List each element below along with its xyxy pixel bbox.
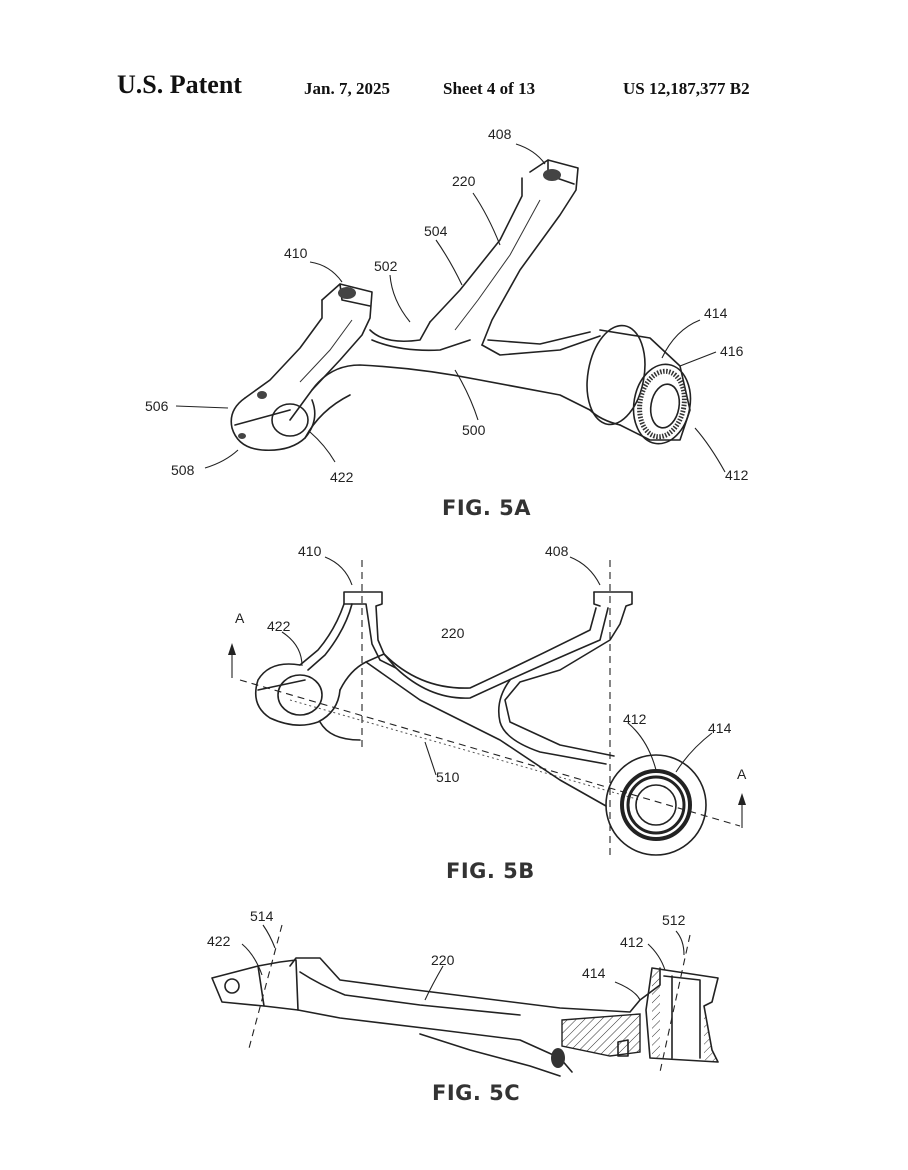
- label-506: 506: [145, 398, 169, 414]
- label-412: 412: [623, 711, 647, 727]
- label-504: 504: [424, 223, 448, 239]
- label-412: 412: [725, 467, 749, 483]
- label-a-left: A: [235, 610, 245, 626]
- label-220: 220: [452, 173, 476, 189]
- sheet-number: Sheet 4 of 13: [443, 79, 536, 98]
- figure-5c-caption: FIG. 5C: [432, 1081, 520, 1105]
- figure-5a-leaders: [175, 143, 726, 473]
- label-410: 410: [298, 543, 322, 559]
- label-510: 510: [436, 769, 460, 785]
- label-220: 220: [441, 625, 465, 641]
- label-422: 422: [207, 933, 231, 949]
- figure-5a-caption: FIG. 5A: [442, 496, 531, 520]
- label-508: 508: [171, 462, 195, 478]
- figure-5a: 408 220 504 502 410 414 416 506 500 508 …: [145, 126, 749, 520]
- label-408: 408: [545, 543, 569, 559]
- figure-5b-caption: FIG. 5B: [446, 859, 535, 883]
- patent-title: U.S. Patent: [117, 70, 242, 99]
- label-414: 414: [582, 965, 606, 981]
- label-500: 500: [462, 422, 486, 438]
- label-414: 414: [704, 305, 728, 321]
- figure-5a-drawing: [230, 159, 692, 452]
- figure-5c-drawing: [211, 924, 719, 1077]
- label-220: 220: [431, 952, 455, 968]
- label-412: 412: [620, 934, 644, 950]
- label-512: 512: [662, 912, 686, 928]
- figure-5c: 514 512 422 220 412 414 FIG. 5C: [207, 908, 719, 1105]
- label-514: 514: [250, 908, 274, 924]
- label-502: 502: [374, 258, 398, 274]
- label-a-right: A: [737, 766, 747, 782]
- label-408: 408: [488, 126, 512, 142]
- figure-5c-leaders: [241, 924, 685, 1001]
- label-410: 410: [284, 245, 308, 261]
- figure-5b-drawing: [228, 560, 746, 860]
- label-422: 422: [267, 618, 291, 634]
- figure-5b-leaders: [281, 556, 713, 776]
- patent-number: US 12,187,377 B2: [623, 79, 750, 98]
- label-414: 414: [708, 720, 732, 736]
- figure-5b: 410 408 A 422 220 412 414 510 A FIG. 5B: [228, 543, 747, 883]
- label-422: 422: [330, 469, 354, 485]
- patent-date: Jan. 7, 2025: [304, 79, 390, 98]
- label-416: 416: [720, 343, 744, 359]
